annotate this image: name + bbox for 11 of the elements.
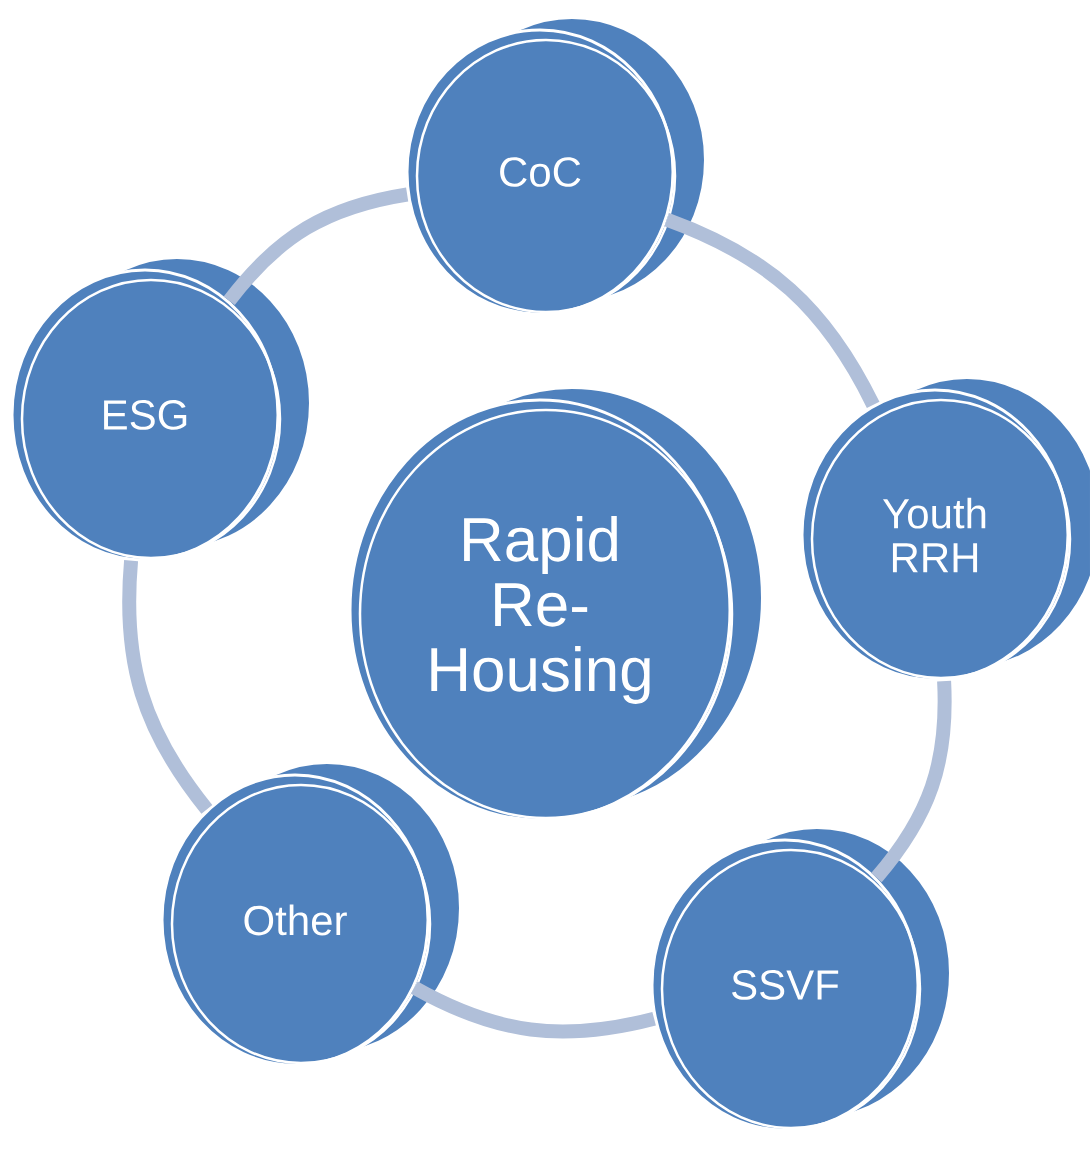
ring-connector bbox=[664, 213, 880, 409]
disc: Rapid Re-Housing bbox=[348, 387, 763, 822]
disc: CoC bbox=[405, 17, 706, 316]
disc: Youth RRH bbox=[800, 377, 1090, 682]
disc: SSVF bbox=[650, 827, 951, 1132]
disc: Other bbox=[160, 762, 461, 1067]
disc: ESG bbox=[10, 257, 311, 562]
ring-connector bbox=[122, 560, 213, 814]
ring-connector bbox=[871, 680, 952, 883]
ring-connector bbox=[411, 981, 656, 1039]
ring-connector bbox=[223, 187, 409, 306]
